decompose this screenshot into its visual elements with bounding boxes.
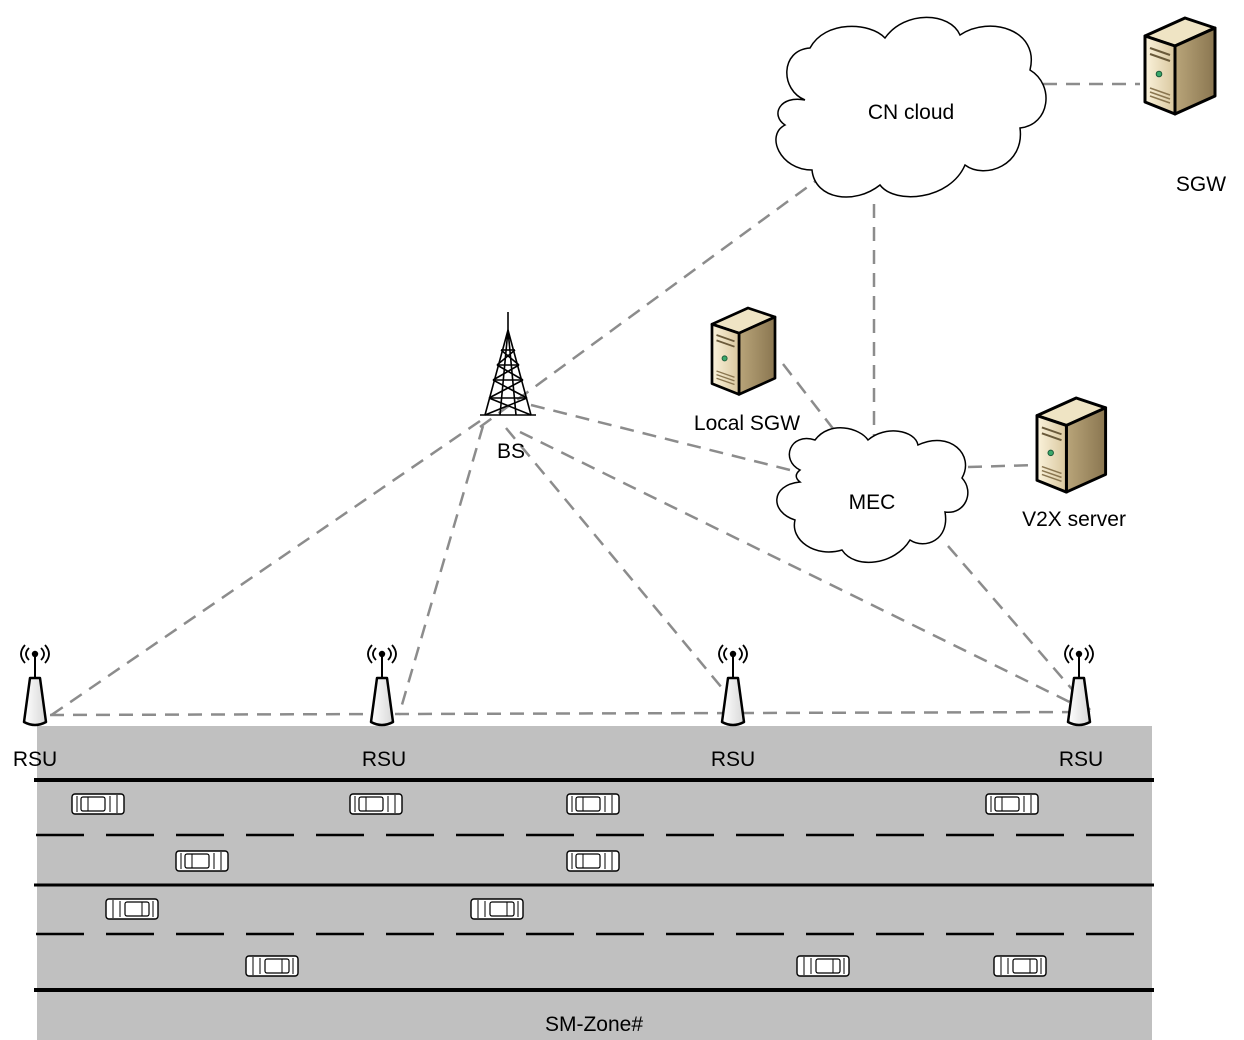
link-bs-rsu4	[519, 430, 1093, 715]
link-bs-rsu1	[49, 419, 481, 718]
link-bs-rsu2	[397, 425, 485, 716]
local-sgw-server-icon	[710, 306, 777, 396]
rsu-label: RSU	[362, 748, 406, 771]
rsu-antenna-icon	[366, 643, 398, 727]
rsu-label: RSU	[13, 748, 57, 771]
rsu-label: RSU	[1059, 748, 1103, 771]
local-sgw-label: Local SGW	[694, 412, 800, 435]
sgw-label: SGW	[1176, 173, 1226, 196]
car-icon	[175, 850, 229, 872]
link-rsu-backbone	[49, 710, 1091, 717]
sgw-server-icon	[1143, 16, 1217, 116]
mec-label: MEC	[849, 491, 896, 514]
car-icon	[71, 793, 125, 815]
car-icon	[796, 955, 850, 977]
bs-label: BS	[497, 440, 525, 463]
cn-cloud-label: CN cloud	[868, 101, 954, 124]
mec-cloud-icon	[776, 427, 969, 564]
car-icon	[566, 793, 620, 815]
cn-cloud-icon	[775, 16, 1047, 198]
dashed-links	[49, 82, 1140, 718]
car-icon	[985, 793, 1039, 815]
rsu-antenna-icon	[19, 643, 51, 727]
car-icon	[470, 898, 524, 920]
zone-label: SM-Zone#	[545, 1013, 643, 1036]
link-mec-v2x	[967, 463, 1038, 469]
rsu-label: RSU	[711, 748, 755, 771]
car-icon	[245, 955, 299, 977]
link-bs-cloud	[479, 178, 818, 429]
v2x-server-label: V2X server	[1022, 508, 1126, 531]
car-icon	[349, 793, 403, 815]
v2x-server-icon	[1035, 396, 1108, 494]
link-bs-rsu3	[505, 427, 743, 713]
cell-tower-icon	[480, 312, 536, 416]
car-icon	[993, 955, 1047, 977]
road-zone	[37, 726, 1152, 1040]
link-localsgw-mec	[782, 363, 849, 449]
rsu-antenna-icon	[717, 643, 749, 727]
car-icon	[105, 898, 159, 920]
link-mec-rsu4	[947, 545, 1091, 711]
car-icon	[566, 850, 620, 872]
